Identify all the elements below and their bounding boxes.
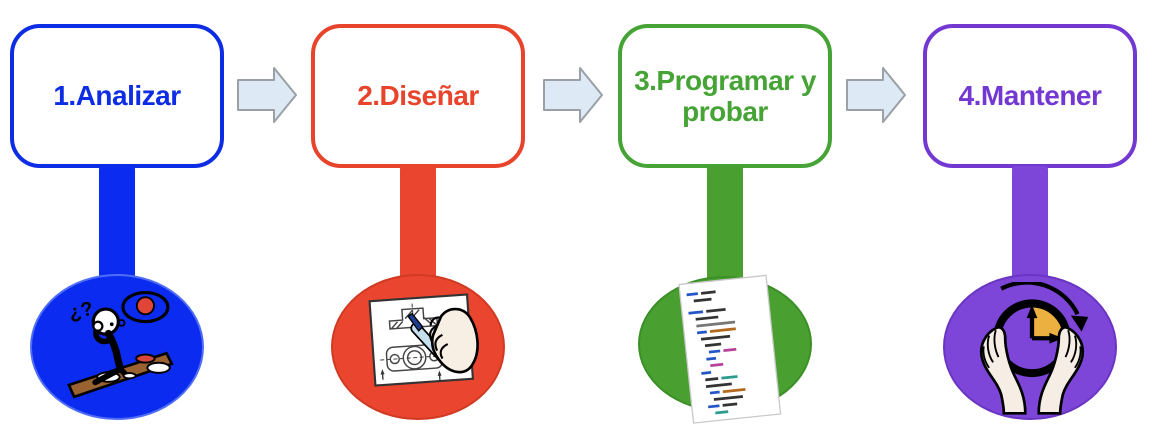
icon-bubble: ¿? (30, 274, 204, 420)
hands-clock-icon (979, 282, 1089, 415)
icon-bubble (943, 274, 1117, 420)
step-disenar: 2.Diseñar (311, 0, 525, 448)
step-label: 4.Mantener (958, 80, 1102, 112)
svg-text:¿?: ¿? (67, 298, 95, 325)
step-box: 4.Mantener (923, 24, 1137, 168)
icon-bubble (331, 274, 505, 420)
step-label: 1.Analizar (53, 80, 181, 112)
thinking-person-icon: ¿? (67, 290, 174, 399)
step-box: 2.Diseñar (311, 24, 525, 168)
flow-arrow-icon (846, 67, 906, 123)
step-label: 3.Programar y probar (634, 64, 816, 127)
technical-drawing-icon (368, 293, 479, 387)
step-mantener: 4.Mantener (923, 0, 1137, 448)
step-box: 1.Analizar (10, 24, 224, 168)
icon-bubble (638, 274, 812, 424)
code-sheet-icon (678, 274, 782, 424)
step-box: 3.Programar y probar (618, 24, 832, 168)
step-analizar: 1.Analizar ¿? (10, 0, 224, 448)
step-label: 2.Diseñar (357, 80, 479, 112)
flow-arrow-icon (237, 67, 297, 123)
step-programar-probar: 3.Programar y probar (618, 0, 832, 448)
flow-arrow-icon (543, 67, 603, 123)
